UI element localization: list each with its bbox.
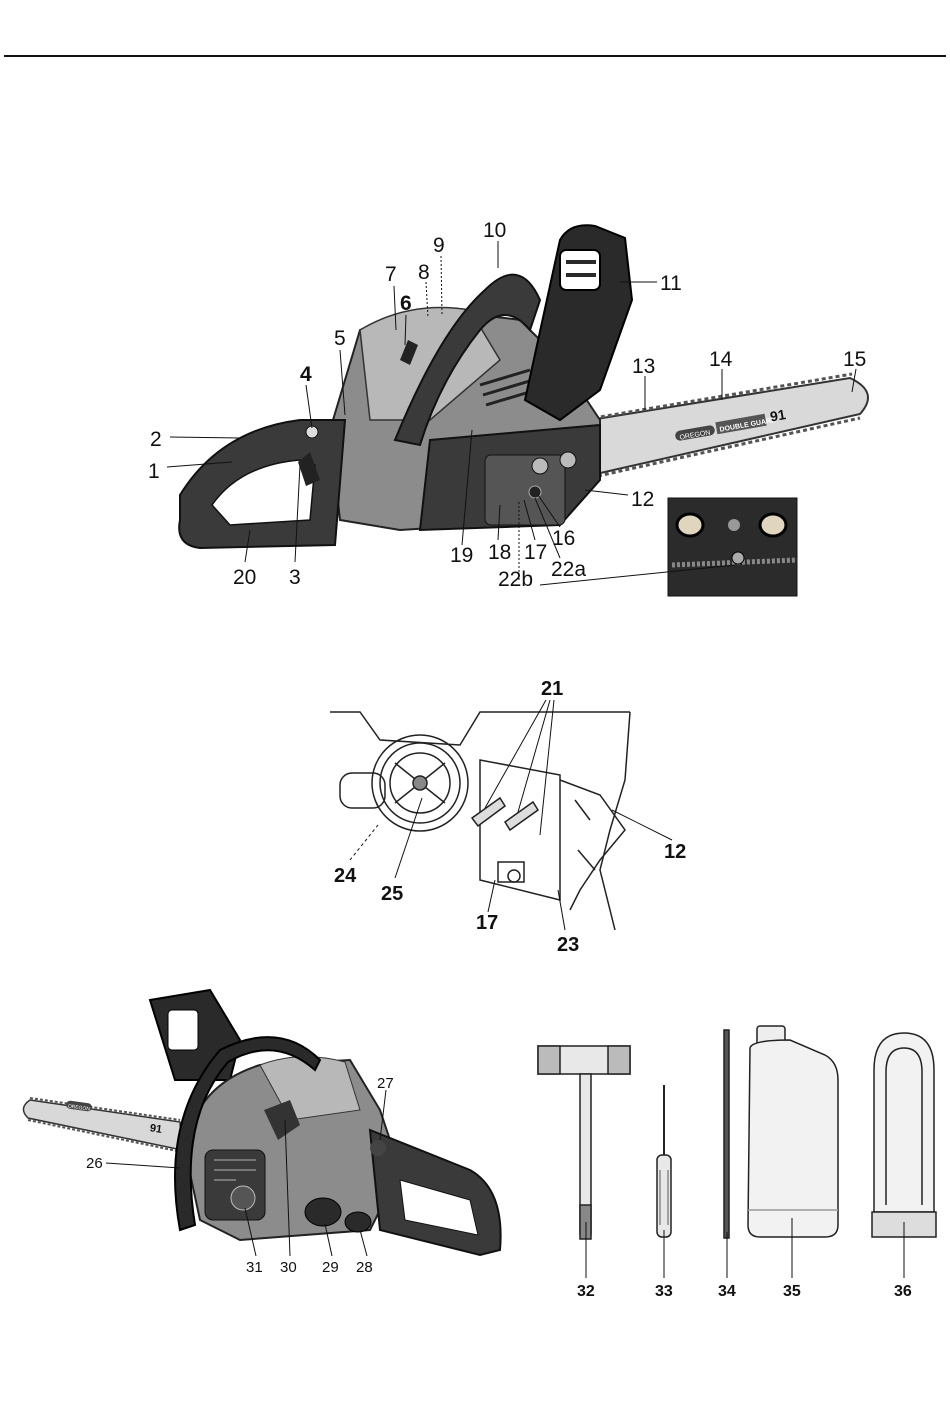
label-17: 17 bbox=[524, 541, 547, 564]
rear-chainsaw-illustration: OREGON 91 bbox=[23, 990, 500, 1255]
accessory-labels: 32 33 34 35 36 bbox=[577, 1283, 912, 1300]
label-6: 6 bbox=[400, 292, 412, 315]
label-12-detail: 12 bbox=[664, 841, 686, 863]
rear-bar-number-text: 91 bbox=[149, 1122, 163, 1136]
accessories-illustration bbox=[538, 1026, 936, 1239]
label-15: 15 bbox=[843, 348, 866, 371]
label-28: 28 bbox=[356, 1259, 373, 1276]
label-4: 4 bbox=[300, 363, 312, 386]
label-5: 5 bbox=[334, 327, 346, 350]
label-7: 7 bbox=[385, 263, 397, 286]
label-16: 16 bbox=[552, 527, 575, 550]
label-24: 24 bbox=[334, 865, 357, 887]
file-tool bbox=[724, 1030, 729, 1238]
label-9: 9 bbox=[433, 234, 445, 257]
label-20: 20 bbox=[233, 566, 256, 589]
label-27: 27 bbox=[377, 1075, 394, 1092]
label-36: 36 bbox=[894, 1283, 912, 1300]
label-11: 11 bbox=[660, 272, 682, 295]
label-1: 1 bbox=[148, 460, 160, 483]
label-18: 18 bbox=[488, 541, 511, 564]
label-19: 19 bbox=[450, 544, 473, 567]
bar-number-text: 91 bbox=[769, 406, 787, 424]
label-13: 13 bbox=[632, 355, 655, 378]
label-17-detail: 17 bbox=[476, 912, 498, 934]
label-23: 23 bbox=[557, 934, 579, 956]
label-10: 10 bbox=[483, 219, 506, 242]
label-26: 26 bbox=[86, 1155, 103, 1172]
clutch-detail-drawing bbox=[330, 712, 630, 930]
label-34: 34 bbox=[718, 1283, 736, 1300]
label-12: 12 bbox=[631, 488, 654, 511]
label-22b: 22b bbox=[498, 568, 533, 591]
label-33: 33 bbox=[655, 1283, 673, 1300]
label-3: 3 bbox=[289, 566, 301, 589]
label-25: 25 bbox=[381, 883, 403, 905]
bar-cover bbox=[872, 1033, 936, 1237]
oil-bottle bbox=[748, 1026, 838, 1237]
label-2: 2 bbox=[150, 428, 162, 451]
label-14: 14 bbox=[709, 348, 733, 371]
label-29: 29 bbox=[322, 1259, 339, 1276]
screwdriver-tool bbox=[657, 1085, 671, 1237]
label-8: 8 bbox=[418, 261, 430, 284]
spanner-tool bbox=[538, 1046, 630, 1239]
label-22a: 22a bbox=[551, 558, 586, 581]
label-21: 21 bbox=[541, 678, 563, 700]
label-31: 31 bbox=[246, 1259, 263, 1276]
label-30: 30 bbox=[280, 1259, 297, 1276]
accessory-leader-lines bbox=[586, 1218, 904, 1278]
label-35: 35 bbox=[783, 1283, 801, 1300]
label-32: 32 bbox=[577, 1283, 595, 1300]
